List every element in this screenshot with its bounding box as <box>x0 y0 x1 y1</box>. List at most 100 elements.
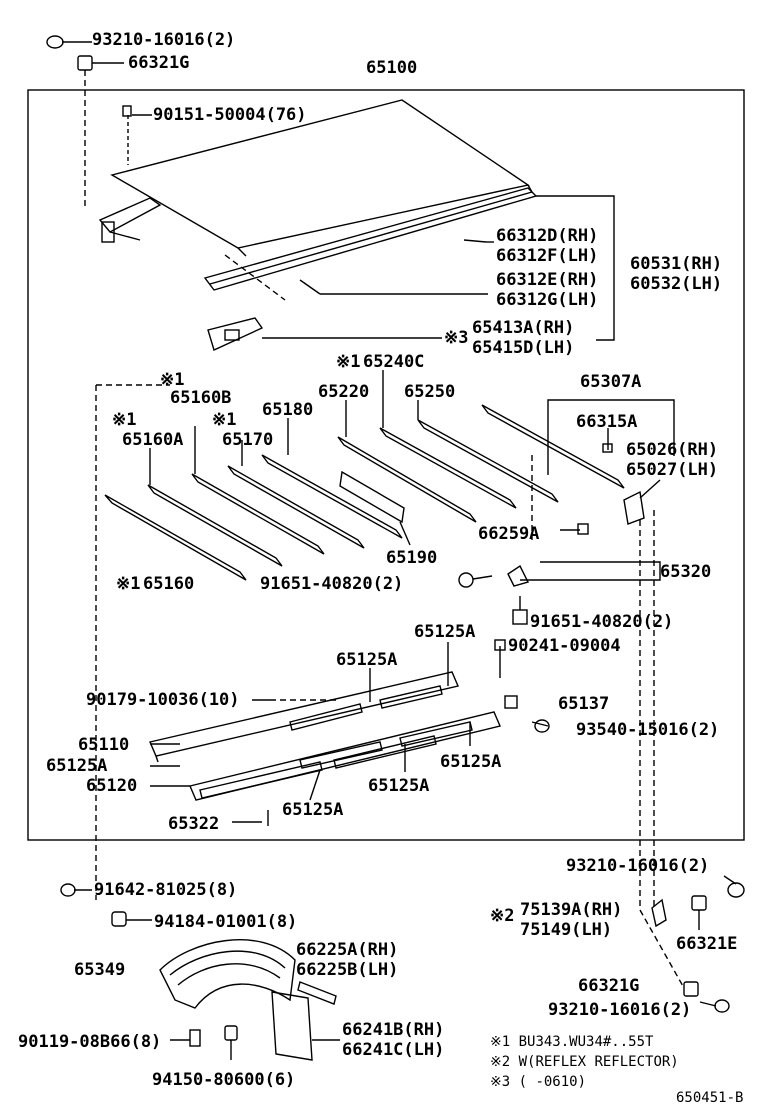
label-65160b: 65160B <box>170 388 232 408</box>
label-66312e: 66312E(RH) <box>496 270 599 290</box>
hinge-bracket <box>98 197 162 243</box>
mark-1-65240c: ※1 <box>336 352 361 372</box>
clip-65137 <box>504 695 518 709</box>
diagram-code: 650451-B <box>676 1090 744 1106</box>
label-91651-a: 91651-40820(2) <box>260 574 404 594</box>
crossmember-65160a <box>147 484 283 567</box>
mark-1-frame: ※1 <box>160 370 185 390</box>
label-90119: 90119-08B66(8) <box>18 1032 162 1052</box>
label-65190: 65190 <box>386 548 438 568</box>
label-93210-bot: 93210-16016(2) <box>548 1000 692 1020</box>
label-65137: 65137 <box>558 694 610 714</box>
nut-66321g-top <box>77 55 124 71</box>
crossmember-65170 <box>227 465 365 549</box>
label-66225a: 66225A(RH) <box>296 940 399 960</box>
clip-66259a <box>577 523 589 535</box>
mark-2: ※2 <box>490 906 515 926</box>
label-66312g: 66312G(LH) <box>496 290 599 310</box>
crossmember-65240c <box>337 436 477 523</box>
label-65125a-5: 65125A <box>368 776 430 796</box>
fender-65349 <box>159 939 296 1009</box>
label-65125a-4: 65125A <box>440 752 502 772</box>
bracket-65413a <box>207 317 264 351</box>
label-90241: 90241-09004 <box>508 636 621 656</box>
label-66321e: 66321E <box>676 934 738 954</box>
screw-90151 <box>122 105 132 117</box>
crossmember-65160 <box>104 494 247 581</box>
label-65125a-6: 65125A <box>282 800 344 820</box>
bolt-91651-b <box>512 596 528 625</box>
label-65026: 65026(RH) <box>626 440 719 460</box>
label-94184: 94184-01001(8) <box>154 912 298 932</box>
assembly-frame <box>27 89 745 841</box>
label-65413a: 65413A(RH) <box>472 318 575 338</box>
label-93210-top: 93210-16016(2) <box>92 30 236 50</box>
label-66259a: 66259A <box>478 524 540 544</box>
label-65110: 65110 <box>78 735 130 755</box>
bolt-91642 <box>60 883 92 897</box>
note-3: ※3 ( -0610) <box>490 1074 587 1090</box>
crossmember-65220 <box>379 427 517 509</box>
label-65170: 65170 <box>222 430 274 450</box>
nut-94184 <box>111 911 152 927</box>
strip-65125a-a <box>289 703 363 731</box>
reflector-75139a <box>651 898 667 928</box>
label-65125a-1: 65125A <box>414 622 476 642</box>
note-2: ※2 W(REFLEX REFLECTOR) <box>490 1054 679 1070</box>
label-65160a: 65160A <box>122 430 184 450</box>
label-65160: 65160 <box>143 574 195 594</box>
side-rail <box>203 187 538 291</box>
label-65349: 65349 <box>74 960 126 980</box>
crossmember-65160b <box>191 473 325 555</box>
label-65120: 65120 <box>86 776 138 796</box>
label-65125a-3: 65125A <box>46 756 108 776</box>
strip-65125a-b <box>379 685 443 709</box>
label-66241b: 66241B(RH) <box>342 1020 445 1040</box>
label-66225b: 66225B(LH) <box>296 960 399 980</box>
label-91642: 91642-81025(8) <box>94 880 238 900</box>
label-91651-b: 91651-40820(2) <box>530 612 674 632</box>
label-65250: 65250 <box>404 382 456 402</box>
pin-66312e <box>299 279 321 295</box>
mark-1-65160a: ※1 <box>112 410 137 430</box>
label-65307a: 65307A <box>580 372 642 392</box>
label-66321g-top: 66321G <box>128 53 190 73</box>
nut-66321g-bot <box>683 981 699 997</box>
nut-94150 <box>224 1025 238 1060</box>
bolt-93210-top <box>46 35 92 49</box>
strip-65125a-f <box>333 735 437 769</box>
crossmember-65190 <box>339 470 405 524</box>
note-1: ※1 BU343.WU34#..55T <box>490 1034 654 1050</box>
mark-1-65170: ※1 <box>212 410 237 430</box>
sill-65110 <box>149 671 459 763</box>
label-65415d: 65415D(LH) <box>472 338 575 358</box>
nut-66321e <box>691 895 707 930</box>
label-60531: 60531(RH) <box>630 254 723 274</box>
strip-65125a-e <box>199 761 323 799</box>
mark-1-65160: ※1 <box>116 574 141 594</box>
bolt-93540 <box>531 719 550 733</box>
label-65180: 65180 <box>262 400 314 420</box>
bolt-66315a <box>602 443 613 453</box>
label-65100: 65100 <box>366 58 418 78</box>
label-60532: 60532(LH) <box>630 274 723 294</box>
label-66241c: 66241C(LH) <box>342 1040 445 1060</box>
bracket-66225 <box>297 981 337 1005</box>
label-65125a-2: 65125A <box>336 650 398 670</box>
label-90179: 90179-10036(10) <box>86 690 240 710</box>
label-75139a: 75139A(RH) <box>520 900 623 920</box>
screw-90241 <box>494 639 506 651</box>
label-90151: 90151-50004(76) <box>153 105 307 125</box>
bolt-91651-a <box>458 572 493 588</box>
label-93210-mid: 93210-16016(2) <box>566 856 710 876</box>
label-65027: 65027(LH) <box>626 460 719 480</box>
label-94150: 94150-80600(6) <box>152 1070 296 1090</box>
crossmember-65307a <box>481 404 625 489</box>
screw-90119 <box>170 1029 201 1047</box>
crossmember-65180 <box>261 454 403 539</box>
label-66312f: 66312F(LH) <box>496 246 599 266</box>
bracket-65026 <box>623 490 645 525</box>
label-66321g-bot: 66321G <box>578 976 640 996</box>
strip-65125a-c <box>299 741 383 769</box>
